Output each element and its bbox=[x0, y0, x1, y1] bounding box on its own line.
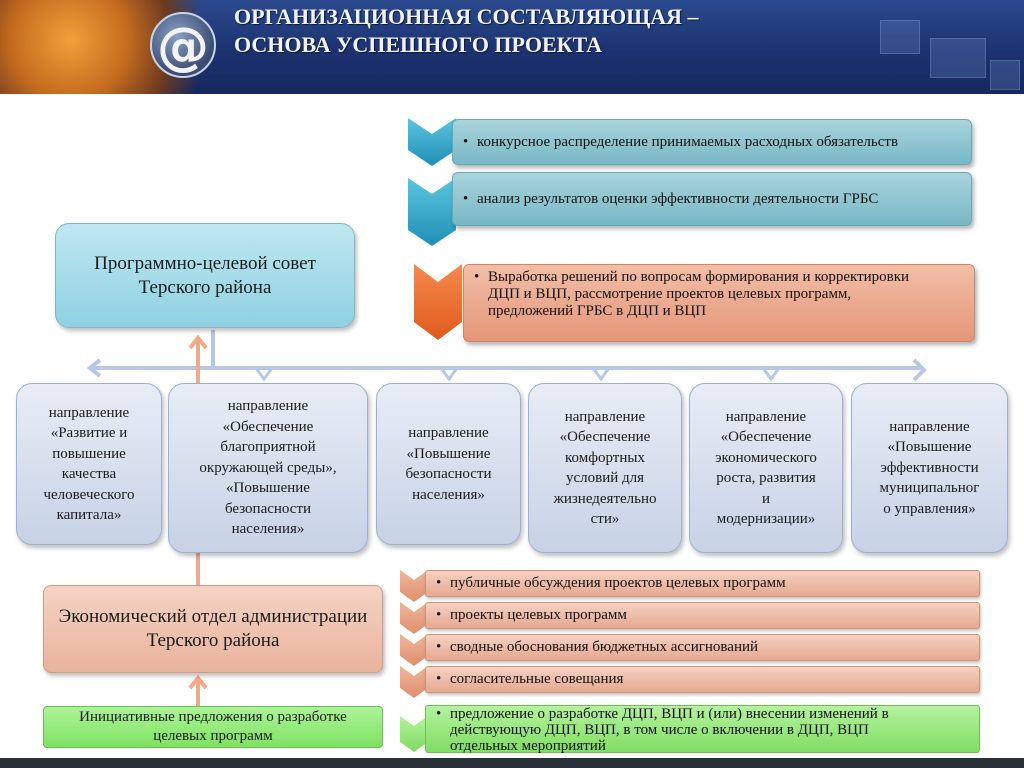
economic-department-label: Экономический отдел администрации Терско… bbox=[58, 606, 368, 651]
header-decoration bbox=[880, 20, 920, 54]
direction-box: направление «Обеспечение экономического … bbox=[689, 383, 843, 553]
chevron-down-icon bbox=[414, 264, 462, 340]
direction-line: направление bbox=[408, 425, 489, 441]
direction-line: направление bbox=[725, 408, 807, 425]
direction-line: капитала» bbox=[56, 507, 122, 523]
direction-line: населения» bbox=[231, 521, 305, 538]
initiatives-label: Инициативные предложения о разработке це… bbox=[79, 709, 347, 744]
direction-line: направление bbox=[48, 404, 130, 421]
chevron-down-icon bbox=[400, 634, 428, 666]
direction-box: направление «Обеспечение комфортных усло… bbox=[528, 383, 682, 553]
direction-box: направление «Повышение безопасности насе… bbox=[376, 383, 521, 545]
procedure-item: • согласительные совещания bbox=[425, 666, 980, 693]
direction-line: человеческого bbox=[43, 486, 135, 503]
decision-item-line: Выработка решений по вопросам формирован… bbox=[488, 269, 910, 285]
procedure-item-label: публичные обсуждения проектов целевых пр… bbox=[450, 575, 786, 591]
direction-line: роста, развития bbox=[716, 470, 816, 486]
direction-line: «Повышение bbox=[887, 439, 972, 456]
bullet-icon: • bbox=[436, 575, 442, 591]
direction-box: направление «Повышение эффективности мун… bbox=[851, 383, 1008, 553]
process-item-label: конкурсное распределение принимаемых рас… bbox=[477, 133, 899, 150]
bullet-icon: • bbox=[463, 133, 469, 150]
direction-line: жизнедеятельно bbox=[553, 490, 657, 507]
procedure-item-label: сводные обоснования бюджетных ассигнован… bbox=[450, 639, 759, 655]
direction-line: направление bbox=[227, 398, 309, 415]
arrow-down-icon bbox=[439, 367, 459, 382]
direction-line: сти» bbox=[590, 511, 620, 527]
council-label: Программно-целевой совет Терского района bbox=[94, 252, 316, 298]
arrow-down-icon bbox=[761, 367, 781, 382]
proposal-item-line: отдельных мероприятий bbox=[450, 738, 606, 754]
process-item: • анализ результатов оценки эффективност… bbox=[452, 172, 972, 226]
bullet-icon: • bbox=[436, 639, 442, 655]
header-decoration bbox=[930, 38, 986, 78]
direction-box: направление «Развитие и повышение качест… bbox=[16, 383, 162, 545]
procedure-item: • проекты целевых программ bbox=[425, 602, 980, 629]
procedure-item: • сводные обоснования бюджетных ассигнова… bbox=[425, 634, 980, 661]
proposal-item-line: предложение о разработке ДЦП, ВЦП и (или… bbox=[450, 706, 889, 722]
chevron-down-icon bbox=[400, 716, 428, 752]
decision-item-line: предложений ГРБС в ДЦП и ВЦП bbox=[488, 303, 707, 319]
procedure-item-label: согласительные совещания bbox=[450, 671, 624, 687]
title-line: ОРГАНИЗАЦИОННАЯ СОСТАВЛЯЮЩАЯ – bbox=[234, 4, 699, 29]
arrow-right-icon bbox=[912, 358, 927, 382]
arrow-down-icon bbox=[591, 367, 611, 382]
header-decoration bbox=[990, 60, 1020, 90]
procedure-item: • публичные обсуждения проектов целевых п… bbox=[425, 570, 980, 597]
decision-item: • Выработка решений по вопросам формиров… bbox=[463, 264, 975, 342]
arrow-left-icon bbox=[86, 358, 102, 378]
direction-line: условий для bbox=[565, 470, 645, 486]
bullet-icon: • bbox=[436, 607, 442, 623]
title-line: ОСНОВА УСПЕШНОГО ПРОЕКТА bbox=[234, 32, 603, 57]
direction-line: направление bbox=[889, 418, 970, 435]
header-banner: @ ОРГАНИЗАЦИОННАЯ СОСТАВЛЯЮЩАЯ – ОСНОВА … bbox=[0, 0, 1024, 94]
direction-line: «Обеспечение bbox=[222, 418, 314, 435]
direction-line: и bbox=[761, 490, 770, 507]
direction-line: безопасности bbox=[405, 466, 492, 482]
direction-line: качества bbox=[61, 466, 117, 482]
arrow-up-icon bbox=[188, 334, 208, 350]
chevron-down-icon bbox=[408, 178, 456, 246]
direction-line: благоприятной bbox=[220, 439, 316, 456]
direction-line: «Обеспечение bbox=[559, 429, 651, 445]
footer-bar bbox=[0, 758, 1024, 768]
bullet-icon: • bbox=[436, 671, 442, 687]
direction-line: «Обеспечение bbox=[720, 429, 812, 445]
economic-department-box: Экономический отдел администрации Терско… bbox=[43, 585, 383, 673]
bullet-icon: • bbox=[474, 269, 480, 285]
slide-title: ОРГАНИЗАЦИОННАЯ СОСТАВЛЯЮЩАЯ – ОСНОВА УС… bbox=[234, 3, 854, 59]
direction-box: направление «Обеспечение благоприятной о… bbox=[168, 383, 368, 553]
bullet-icon: • bbox=[436, 706, 442, 722]
initiatives-box: Инициативные предложения о разработке це… bbox=[43, 706, 383, 748]
direction-line: комфортных bbox=[565, 449, 645, 466]
council-box: Программно-целевой совет Терского района bbox=[55, 223, 355, 328]
bullet-icon: • bbox=[463, 190, 469, 207]
at-sign-icon: @ bbox=[150, 12, 216, 78]
proposal-item: • предложение о разработке ДЦП, ВЦП и (и… bbox=[425, 705, 980, 754]
direction-line: «Развитие и bbox=[50, 425, 128, 441]
arrow-up-icon bbox=[188, 674, 208, 690]
direction-line: окружающей среды», bbox=[199, 459, 337, 476]
decision-item-line: ДЦП и ВЦП, рассмотрение проектов целевых… bbox=[488, 286, 852, 302]
direction-line: населения» bbox=[412, 486, 485, 503]
direction-line: «Повышение bbox=[226, 480, 310, 497]
process-item: • конкурсное распределение принимаемых р… bbox=[452, 119, 972, 165]
process-item-label: анализ результатов оценки эффективности … bbox=[477, 190, 879, 207]
procedure-item-label: проекты целевых программ bbox=[450, 607, 627, 623]
arrow-down-icon bbox=[254, 367, 274, 382]
direction-line: муниципальног bbox=[879, 480, 980, 497]
chevron-down-icon bbox=[400, 666, 428, 698]
direction-line: о управления» bbox=[883, 500, 976, 517]
direction-line: экономического bbox=[715, 449, 817, 466]
chevron-down-icon bbox=[400, 570, 428, 602]
direction-line: направление bbox=[564, 408, 646, 425]
direction-line: «Повышение bbox=[406, 445, 491, 462]
direction-line: модернизации» bbox=[716, 511, 816, 527]
chevron-down-icon bbox=[408, 118, 456, 166]
proposal-item-line: действующую ДЦП, ВЦП, в том числе о вклю… bbox=[450, 722, 869, 738]
direction-line: эффективности bbox=[880, 459, 979, 476]
direction-line: повышение bbox=[52, 445, 126, 462]
chevron-down-icon bbox=[400, 602, 428, 634]
direction-line: безопасности bbox=[224, 500, 312, 517]
